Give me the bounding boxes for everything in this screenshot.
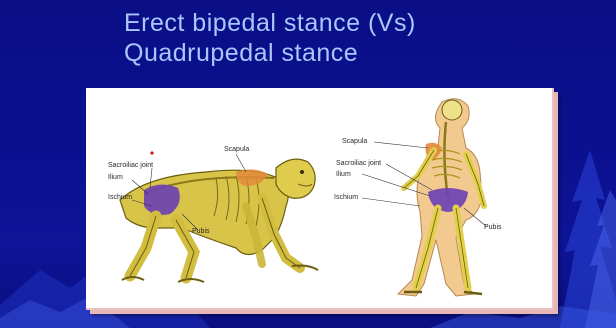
title-line-2: Quadrupedal stance xyxy=(124,39,358,67)
marker-dot xyxy=(150,151,153,154)
biped-skull xyxy=(442,100,462,120)
slide-title: Erect bipedal stance (Vs) Quadrupedal st… xyxy=(124,8,416,68)
label-sacroiliac-quadruped: Sacroiliac joint xyxy=(108,162,153,170)
label-ilium-biped: Ilium xyxy=(336,171,351,179)
label-pubis-quadruped: Pubis xyxy=(192,228,210,236)
label-scapula-biped: Scapula xyxy=(342,138,367,146)
anatomy-figure: Scapula Sacroiliac joint Ilium Ischium P… xyxy=(86,88,554,310)
label-ilium-quadruped: Ilium xyxy=(108,174,123,182)
label-scapula-quadruped: Scapula xyxy=(224,146,249,154)
title-line-1: Erect bipedal stance (Vs) xyxy=(124,9,416,37)
label-ischium-biped: Ischium xyxy=(334,194,358,202)
label-sacroiliac-biped: Sacroiliac joint xyxy=(336,160,381,168)
anatomy-illustration xyxy=(86,88,552,308)
biped-skeleton xyxy=(398,99,484,296)
quadruped-skeleton xyxy=(120,159,318,282)
label-ischium-quadruped: Ischium xyxy=(108,194,132,202)
label-pubis-biped: Pubis xyxy=(484,224,502,232)
quadruped-head xyxy=(276,159,315,198)
